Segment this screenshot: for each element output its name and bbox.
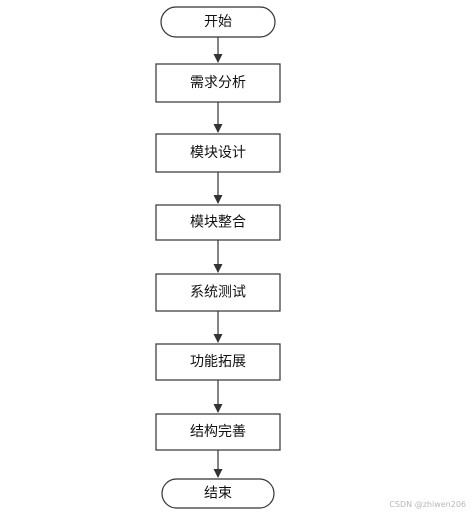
step-4-label: 系统测试 [190, 285, 246, 301]
step-1-label: 需求分析 [190, 75, 246, 91]
step-3-node: 模块整合 [155, 204, 281, 241]
step-4-box [155, 273, 281, 312]
step-3-label: 模块整合 [190, 215, 246, 231]
step-1-node: 需求分析 [155, 63, 281, 103]
step-3-box [155, 204, 281, 241]
step-2-node: 模块设计 [155, 133, 281, 173]
step-2-box [155, 133, 281, 173]
step-6-node: 结构完善 [155, 413, 281, 451]
step-1-box [155, 63, 281, 103]
step-6-label: 结构完善 [190, 424, 246, 440]
start-label: 开始 [204, 14, 232, 30]
step-2-label: 模块设计 [190, 145, 246, 161]
step-5-box [155, 343, 281, 381]
end-label: 结束 [204, 486, 232, 502]
end-terminator-shape [161, 478, 275, 509]
step-5-node: 功能拓展 [155, 343, 281, 381]
start-node: 开始 [160, 6, 276, 38]
step-6-box [155, 413, 281, 451]
step-5-label: 功能拓展 [190, 354, 246, 370]
watermark-text: CSDN @zhiwen206 [389, 500, 466, 509]
start-terminator-shape [160, 6, 276, 38]
step-4-node: 系统测试 [155, 273, 281, 312]
end-node: 结束 [161, 478, 275, 509]
